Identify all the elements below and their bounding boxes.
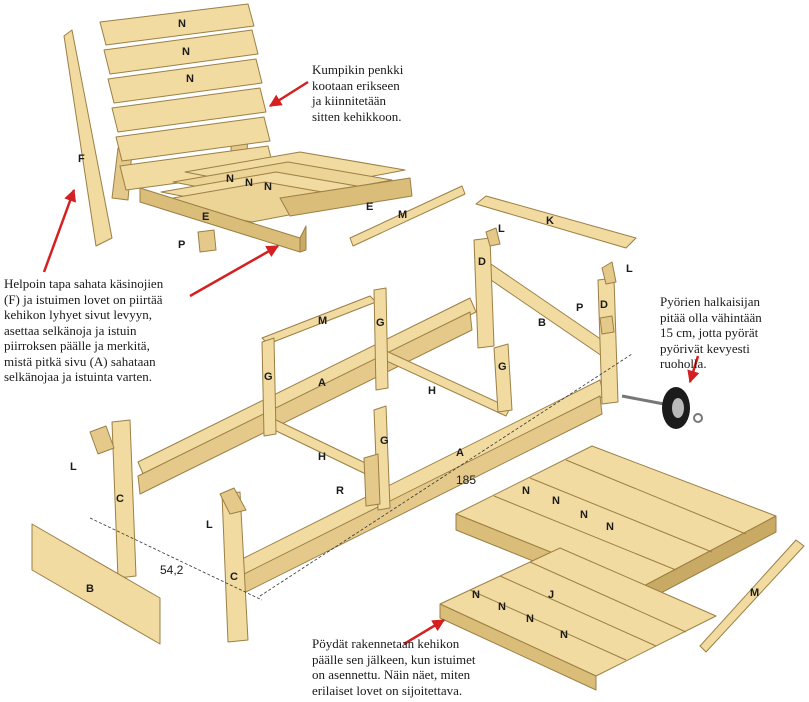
- part-label: E: [366, 201, 373, 213]
- note-line: piirroksen päälle ja merkitä,: [4, 338, 150, 353]
- dimension-width: 54,2: [160, 563, 184, 577]
- dimension-length: 185: [456, 473, 476, 487]
- note-line: kootaan erikseen: [312, 77, 400, 93]
- part-label: F: [78, 153, 85, 165]
- part-label: N: [526, 613, 534, 625]
- part-label: M: [750, 587, 759, 599]
- pad-l-1: [89, 425, 115, 455]
- side-panel-b: [31, 523, 161, 645]
- part-label: N: [178, 18, 186, 30]
- part-label: A: [456, 447, 464, 459]
- note-line: on asennettu. Näin näet, miten: [312, 667, 471, 682]
- note-line: 15 cm, jotta pyörät: [660, 325, 759, 340]
- note-line: ruoholla.: [660, 356, 707, 371]
- note-line: Helpoin tapa sahata käsinojien: [4, 276, 164, 291]
- part-label: L: [70, 461, 77, 473]
- note-line: mistä pitkä sivu (A) sahataan: [4, 353, 156, 369]
- note-line: asettaa selkänoja ja istuin: [4, 322, 137, 338]
- bench-seat: [139, 151, 413, 253]
- part-label: N: [580, 509, 588, 521]
- part-label: L: [626, 263, 633, 275]
- part-label: E: [202, 211, 209, 223]
- part-label: N: [472, 589, 480, 601]
- part-label: L: [206, 519, 213, 531]
- note-line: ja kiinnitetään: [312, 93, 387, 108]
- part-label: A: [318, 377, 326, 389]
- part-label: N: [560, 629, 568, 641]
- part-label: N: [182, 46, 190, 58]
- pad-l-2: [219, 487, 247, 515]
- part-label: D: [478, 256, 486, 268]
- bench-backrest: [99, 3, 275, 201]
- part-label: H: [318, 451, 326, 463]
- note-line: pitää olla vähintään: [660, 309, 762, 325]
- part-label: N: [498, 601, 506, 613]
- part-label: M: [398, 209, 407, 221]
- cutout-note: Helpoin tapa sahata käsinojien (F) ja is…: [4, 276, 163, 385]
- plank-m-loose: [699, 539, 805, 653]
- note-line: kehikon lyhyet sivut levyyn,: [4, 307, 153, 322]
- callout-arrows: [42, 80, 700, 646]
- part-label: N: [245, 177, 253, 189]
- note-line: erilaiset lovet on sijoitettava.: [312, 682, 463, 698]
- table-note: Pöydät rakennetaan kehikon päälle sen jä…: [312, 636, 476, 698]
- part-label: R: [336, 485, 344, 497]
- note-line: päälle sen jälkeen, kun istuimet: [312, 651, 476, 667]
- part-label: B: [86, 583, 94, 595]
- part-label: J: [548, 589, 554, 601]
- note-line: Kumpikin penkki: [312, 62, 404, 77]
- part-label: G: [380, 435, 389, 447]
- part-label: L: [498, 223, 505, 235]
- part-label: C: [230, 571, 238, 583]
- plank-k: [475, 195, 637, 249]
- part-label: M: [318, 315, 327, 327]
- note-line: (F) ja istuimen lovet on piirtää: [4, 291, 163, 307]
- part-label: G: [498, 361, 507, 373]
- part-label: H: [428, 385, 436, 397]
- block-p-top: [197, 229, 217, 253]
- table-lower: [439, 547, 717, 691]
- part-label: C: [116, 493, 124, 505]
- part-label: G: [264, 371, 273, 383]
- wheel-note: Pyörien halkaisijan pitää olla vähintään…: [660, 294, 762, 372]
- note-line: Pöydät rakennetaan kehikon: [312, 636, 460, 651]
- wheel-assembly: [621, 387, 703, 429]
- part-label: P: [576, 302, 583, 314]
- part-label: N: [552, 495, 560, 507]
- armrest-f: [63, 29, 113, 247]
- note-line: Pyörien halkaisijan: [660, 294, 761, 309]
- part-label: N: [226, 173, 234, 185]
- pad-l-3: [485, 227, 501, 247]
- part-label: K: [546, 215, 554, 227]
- part-label: P: [178, 239, 185, 251]
- part-label: N: [264, 181, 272, 193]
- bench-note: Kumpikin penkki kootaan erikseen ja kiin…: [312, 62, 403, 124]
- part-label: G: [376, 317, 385, 329]
- part-label: N: [186, 73, 194, 85]
- note-line: sitten kehikkoon.: [312, 108, 402, 124]
- note-line: pyörivät kevyesti: [660, 340, 750, 356]
- dimension-lines: [89, 353, 633, 601]
- part-label: B: [538, 317, 546, 329]
- part-label: N: [522, 485, 530, 497]
- note-line: selkänojaa ja istuinta varten.: [4, 369, 153, 384]
- plank-m-top: [349, 185, 466, 247]
- part-label: D: [600, 299, 608, 311]
- pad-l-4: [601, 261, 617, 285]
- part-label: N: [606, 521, 614, 533]
- frame: [111, 237, 619, 643]
